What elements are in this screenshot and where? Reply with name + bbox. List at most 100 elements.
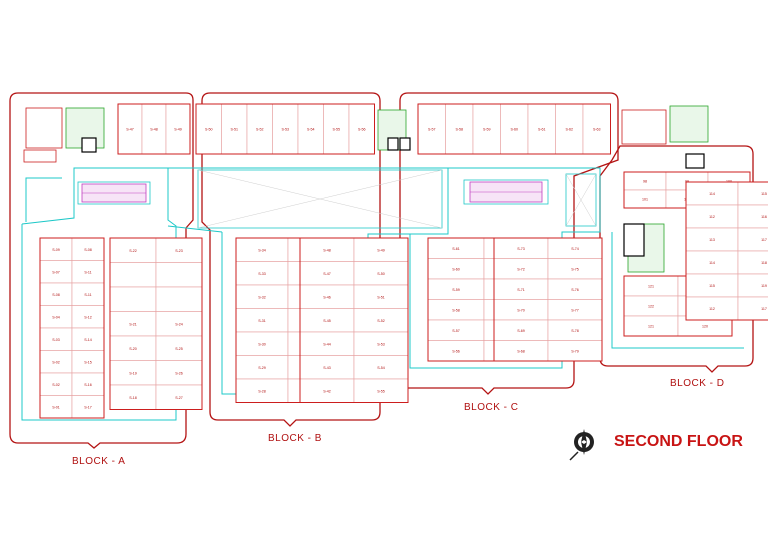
shop-unit-label: S-08	[52, 293, 60, 297]
shop-unit: 121	[623, 315, 679, 337]
shop-unit-label: S-77	[571, 308, 579, 312]
shop-unit-label: S-55	[377, 389, 385, 393]
shop-unit-label: S-63	[593, 128, 601, 132]
shop-unit: 121	[623, 275, 679, 297]
shop-unit: S-60	[500, 103, 529, 155]
shop-unit-label: S-21	[129, 322, 137, 326]
shop-unit: S-58	[427, 299, 485, 321]
shop-unit	[155, 286, 203, 312]
shop-unit	[109, 286, 157, 312]
shop-unit-label: S-54	[307, 128, 315, 132]
shop-unit-label: S-52	[256, 128, 264, 132]
shop-unit: S-59	[472, 103, 501, 155]
shop-unit: 113	[685, 227, 739, 252]
shop-unit-label: S-61	[538, 128, 546, 132]
shop-unit: S-30	[235, 331, 289, 356]
shop-unit: S-70	[493, 299, 549, 321]
shop-unit: S-49	[353, 237, 409, 262]
shop-unit-label: S-33	[258, 272, 266, 276]
shop-unit-label: S-02	[52, 360, 60, 364]
shop-unit-label: S-11	[84, 270, 91, 274]
shop-unit-label: 121	[648, 325, 654, 329]
shop-unit-label: 101	[642, 198, 648, 202]
shop-unit-label: S-56	[358, 128, 366, 132]
toilet-block	[23, 107, 667, 163]
shop-unit: S-60	[427, 258, 485, 280]
shop-unit: S-63	[582, 103, 611, 155]
shop-unit: S-27	[155, 384, 203, 410]
shop-unit-label: S-31	[258, 319, 266, 323]
shop-unit-label: S-59	[483, 128, 491, 132]
shop-unit-label: S-46	[323, 295, 331, 299]
shop-unit-label: 121	[648, 285, 654, 289]
block-a-label: BLOCK - A	[72, 456, 126, 467]
shop-unit: S-52	[246, 103, 273, 155]
shop-unit: 115	[737, 181, 768, 206]
shop-unit-label: S-72	[517, 267, 525, 271]
shop-unit: S-73	[493, 237, 549, 259]
shop-unit-label: 115	[709, 284, 715, 288]
shop-unit: S-43	[299, 355, 355, 380]
unit-cluster-wall	[493, 237, 603, 362]
shop-unit: 98	[623, 171, 667, 191]
shop-unit-label: S-59	[452, 288, 460, 292]
shop-unit: S-23	[155, 237, 203, 263]
shop-unit-label: S-17	[84, 405, 92, 409]
shop-unit-label: S-23	[175, 249, 183, 253]
shop-unit-label: S-50	[377, 272, 385, 276]
shop-unit-label: 117	[761, 238, 767, 242]
block-b-outline	[201, 92, 381, 427]
shop-unit: S-08	[39, 282, 73, 306]
shop-unit-label: S-57	[452, 329, 460, 333]
shop-unit-label: 98	[643, 180, 647, 184]
corridor-lines	[21, 167, 744, 421]
block-a-outline	[9, 92, 194, 449]
shop-unit: S-71	[493, 278, 549, 300]
shop-unit-label: S-53	[377, 342, 385, 346]
block-b-label: BLOCK - B	[268, 433, 322, 444]
shop-unit: S-79	[547, 340, 603, 362]
shop-unit-label: 122	[648, 305, 654, 309]
shop-unit: S-68	[493, 340, 549, 362]
shop-unit: S-59	[427, 278, 485, 300]
shop-unit-label: S-61	[452, 247, 460, 251]
shop-unit: S-50	[195, 103, 222, 155]
shop-unit	[155, 262, 203, 288]
shop-unit: 112	[685, 204, 739, 229]
shop-unit-label: S-78	[571, 329, 579, 333]
shop-unit-label: S-79	[571, 349, 579, 353]
shop-unit: S-24	[155, 311, 203, 337]
shop-unit-label: S-29	[258, 366, 266, 370]
shop-unit: S-32	[235, 284, 289, 309]
shop-unit: S-15	[71, 350, 105, 374]
shop-unit-label: 115	[761, 192, 767, 196]
shop-unit: S-17	[71, 395, 105, 419]
shop-unit: S-16	[71, 372, 105, 396]
shop-unit-label: 118	[761, 261, 767, 265]
shop-unit: 122	[623, 295, 679, 317]
shop-unit-label: S-60	[452, 267, 460, 271]
shop-unit-label: S-42	[323, 389, 331, 393]
shop-unit: 117	[737, 227, 768, 252]
shop-unit-label: S-54	[377, 366, 385, 370]
shop-unit: S-53	[353, 331, 409, 356]
shop-unit: S-49	[165, 103, 191, 155]
escalator-c	[463, 179, 549, 205]
shop-unit: S-04	[39, 305, 73, 329]
shop-unit-label: S-09	[52, 248, 60, 252]
shop-unit-label: 116	[761, 215, 767, 219]
shop-unit: 115	[685, 273, 739, 298]
shop-unit: 116	[737, 204, 768, 229]
shop-unit: S-34	[235, 237, 289, 262]
shop-unit: 101	[623, 189, 667, 209]
shop-unit-label: S-14	[84, 338, 92, 342]
shop-unit-label: 114	[709, 261, 715, 265]
shop-unit-label: S-69	[517, 329, 525, 333]
shop-unit-label: S-45	[323, 319, 331, 323]
shop-unit: S-47	[299, 261, 355, 286]
shop-unit: S-52	[353, 308, 409, 333]
shop-unit: S-07	[39, 260, 73, 284]
shop-unit-label: S-43	[323, 366, 331, 370]
shop-unit-label: S-01	[52, 405, 60, 409]
shop-unit: S-74	[547, 237, 603, 259]
